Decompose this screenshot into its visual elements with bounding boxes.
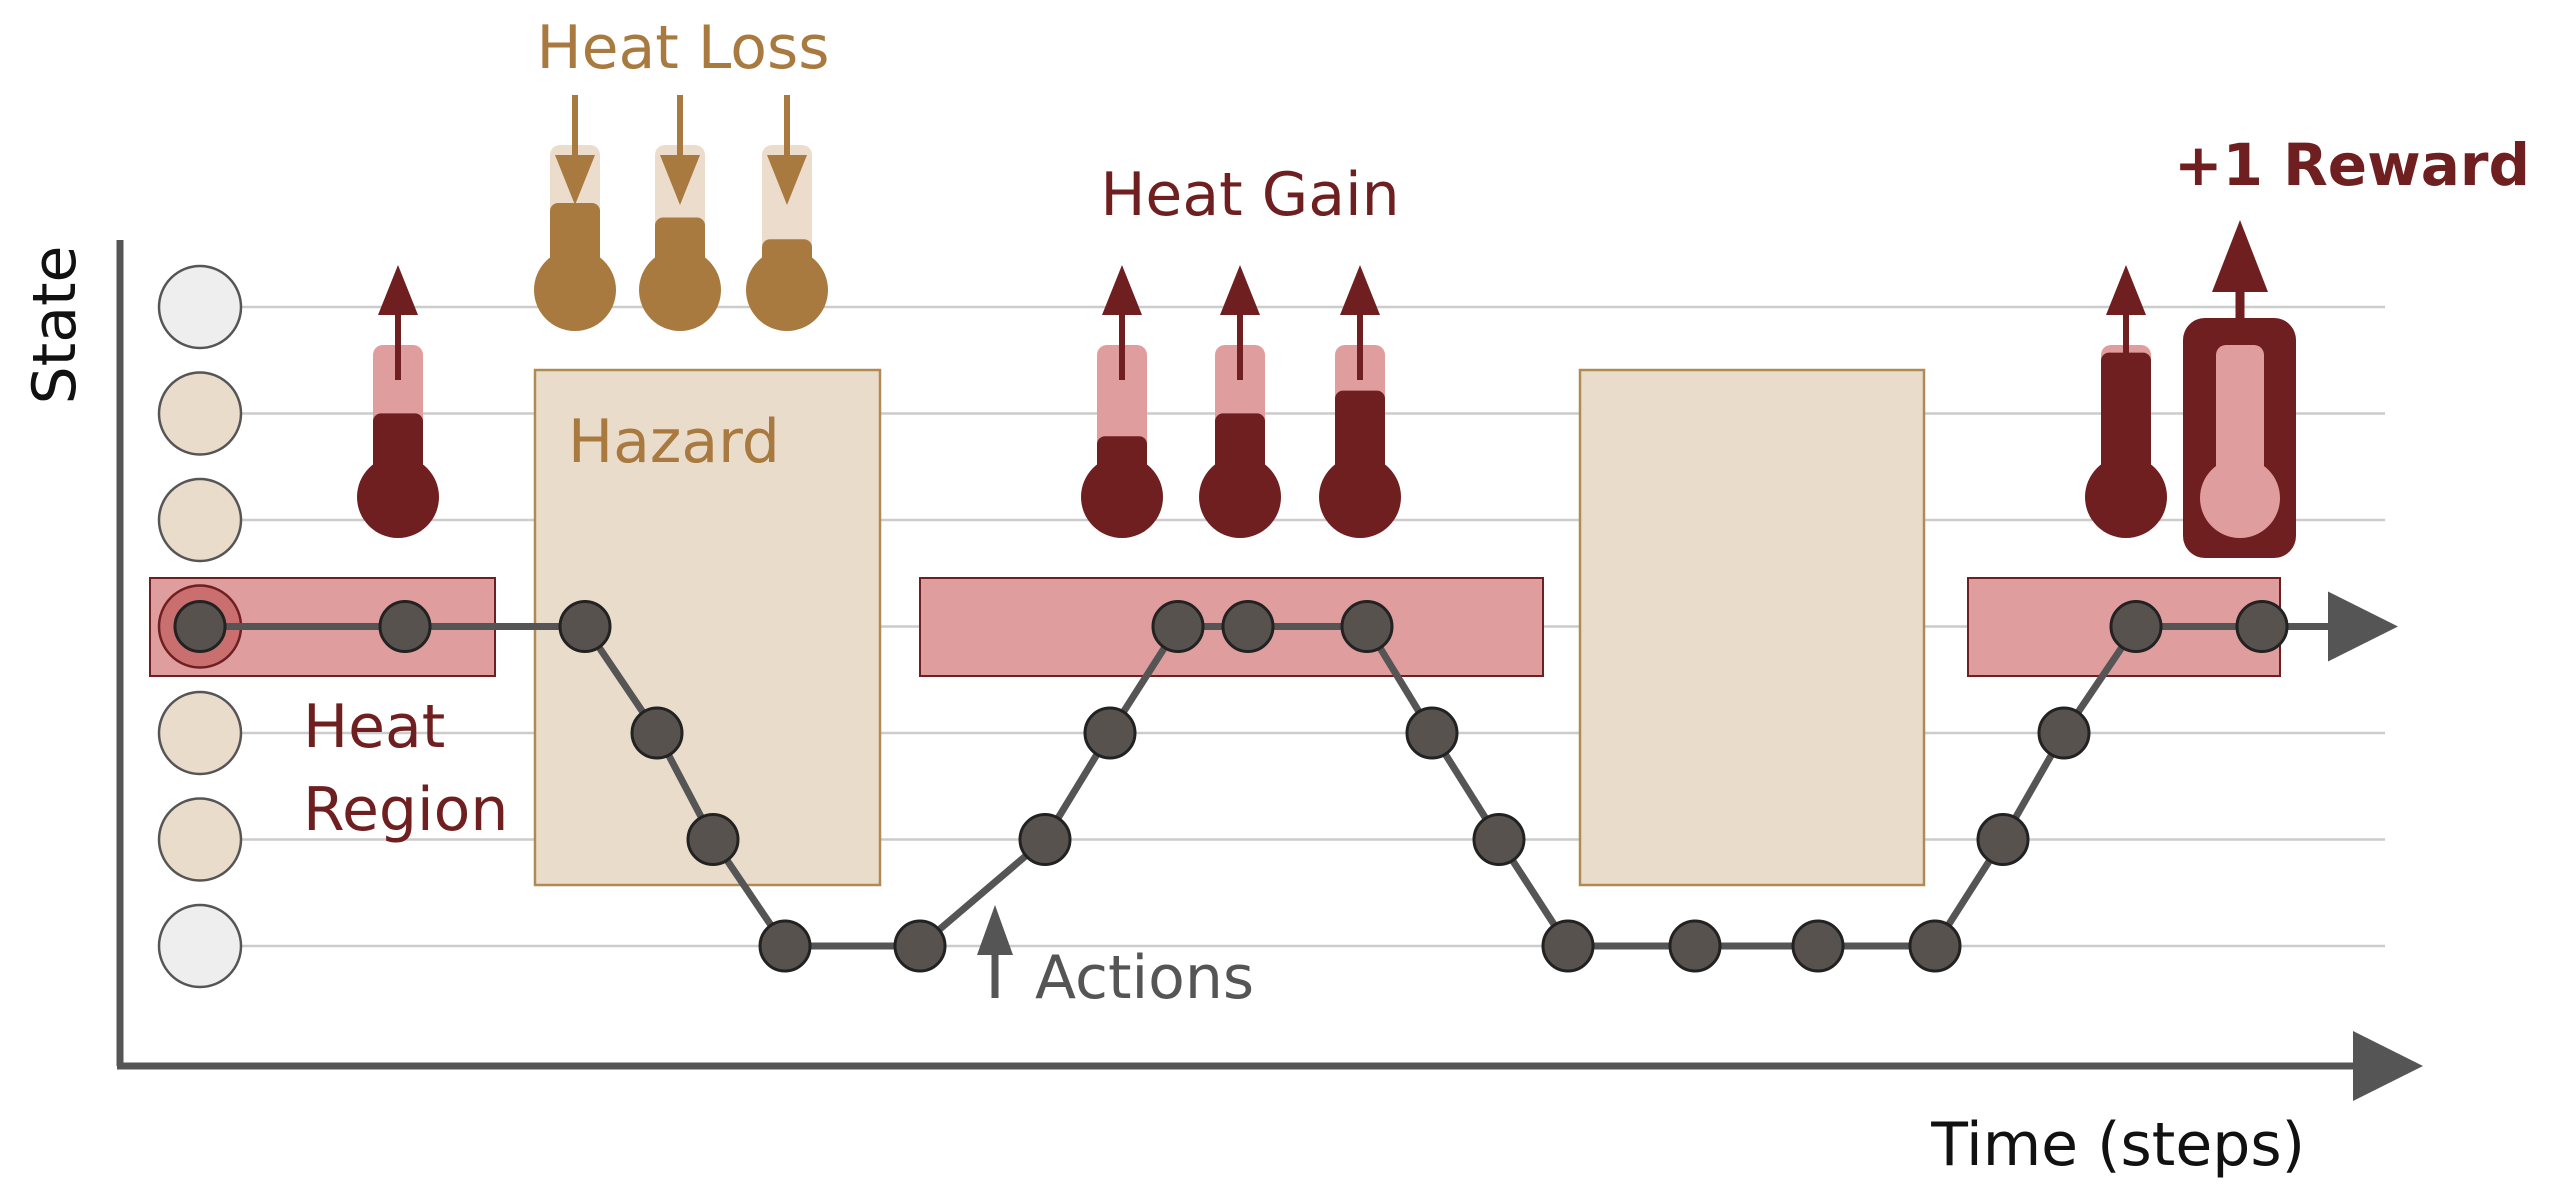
- trajectory-step-node: [1668, 919, 1722, 973]
- heat-loss-thermometer-icon: [746, 95, 828, 331]
- trajectory-step-node: [1083, 706, 1137, 760]
- reward-label: +1 Reward: [2174, 131, 2530, 199]
- reward-thermometer-icon: [2183, 220, 2296, 558]
- trajectory-step-node: [1976, 813, 2030, 866]
- heat-gain-thermometer-icon: [2085, 265, 2167, 538]
- trajectory-step-node: [630, 706, 684, 760]
- state-node: [157, 903, 243, 989]
- hazard-zone-1: [533, 368, 882, 887]
- hazard-label: Hazard: [568, 407, 780, 477]
- heat-region-label-line1: Heat: [303, 692, 445, 762]
- trajectory-step-node: [173, 600, 227, 653]
- heat-gain-thermometer-icon: [1081, 265, 1163, 538]
- trajectory-step-node: [1340, 600, 1394, 653]
- trajectory-step-node: [378, 600, 432, 653]
- trajectory-step-node: [2109, 600, 2163, 653]
- trajectory-step-node: [1151, 600, 1205, 653]
- trajectory-path: [200, 623, 2262, 950]
- state-node: [157, 264, 243, 350]
- trajectory-step-node: [2037, 706, 2091, 760]
- heat-loss-thermometer-icon: [639, 95, 721, 331]
- state-node: [157, 371, 243, 456]
- trajectory: [173, 591, 2398, 973]
- trajectory-step-node: [1472, 813, 1526, 866]
- hazard-zone-2: [1578, 368, 1926, 887]
- state-node: [157, 477, 243, 563]
- trajectory-step-node: [1791, 919, 1845, 973]
- trajectory-step-node: [1221, 600, 1275, 653]
- heat-loss-thermometer-icon: [534, 95, 616, 331]
- heat-gain-thermometer-icon: [1199, 265, 1281, 538]
- trajectory-step-node: [758, 919, 812, 973]
- actions-label: Actions: [1035, 943, 1254, 1013]
- trajectory-step-node: [2235, 600, 2289, 653]
- state-node: [157, 690, 243, 776]
- actions-arrow-icon: [977, 905, 1013, 998]
- x-axis-label: Time (steps): [1930, 1110, 2305, 1180]
- trajectory-step-node: [686, 813, 740, 866]
- trajectory-step-node: [1405, 706, 1459, 760]
- y-axis-label: State: [20, 246, 90, 405]
- heat-region-label-line2: Region: [303, 775, 508, 845]
- trajectory-step-node: [558, 600, 612, 653]
- trajectory-step-node: [1018, 813, 1072, 866]
- trajectory-step-node: [1541, 919, 1595, 973]
- thermometers: [357, 95, 2296, 558]
- trajectory-step-node: [893, 919, 947, 973]
- state-node: [157, 797, 243, 882]
- heat-gain-thermometer-icon: [357, 265, 439, 538]
- trajectory-step-node: [1908, 919, 1962, 973]
- heat-gain-thermometer-icon: [1319, 265, 1401, 538]
- heat-gain-label: Heat Gain: [1100, 160, 1399, 230]
- heat-loss-label: Heat Loss: [537, 13, 830, 83]
